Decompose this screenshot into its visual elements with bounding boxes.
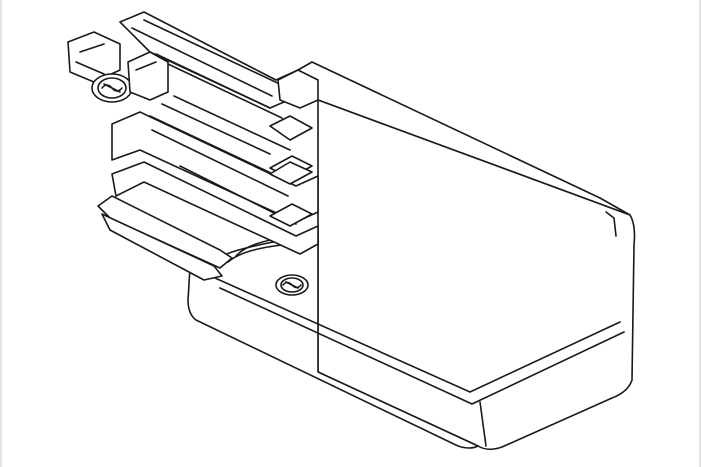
screw-bracket	[127, 51, 169, 101]
housing-front-face	[187, 231, 479, 449]
contact-rails	[97, 11, 319, 281]
rail-lower	[111, 161, 319, 255]
rail-clip-upper	[269, 115, 313, 141]
housing-seam-upper	[214, 277, 621, 393]
top-screw	[91, 73, 133, 103]
housing-flange	[277, 69, 319, 109]
top-clip	[67, 31, 121, 83]
front-screw	[275, 274, 309, 296]
housing-end-face	[317, 99, 636, 451]
housing-end-seam	[479, 401, 487, 447]
housing-seam-lower	[219, 287, 625, 405]
housing-body	[187, 61, 636, 451]
rail-clip-mid	[269, 161, 313, 185]
housing-end-edge	[605, 211, 617, 237]
